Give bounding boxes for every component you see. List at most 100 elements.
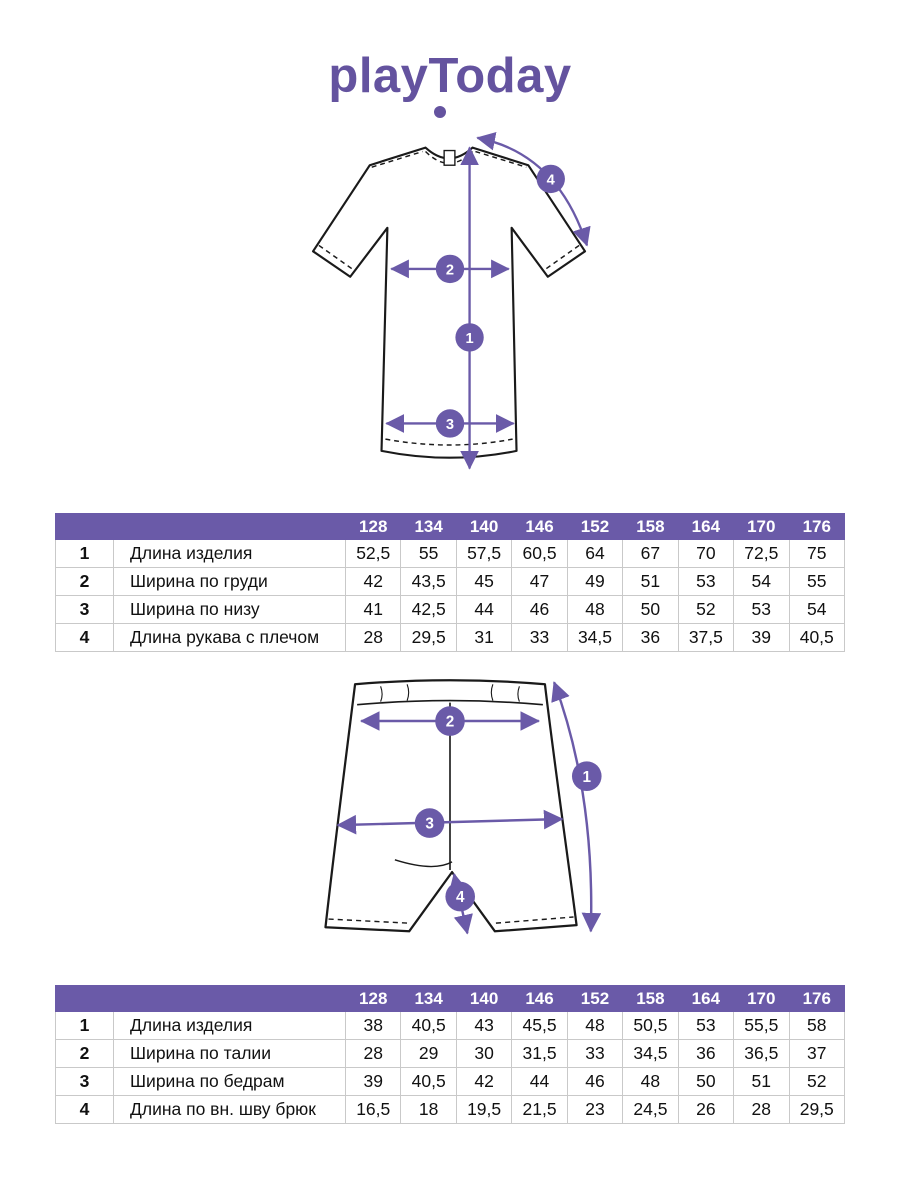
measurement-value: 45,5 [511, 1011, 568, 1040]
measurement-value: 38 [344, 1011, 402, 1040]
measurement-label: Ширина по груди [113, 567, 346, 596]
brand-logo: playToday [0, 48, 900, 118]
header-empty-cell [113, 513, 346, 540]
measurement-value: 31 [455, 623, 513, 652]
measurement-value: 39 [733, 623, 790, 652]
measurement-value: 51 [733, 1067, 790, 1096]
measurement-value: 53 [733, 595, 790, 624]
measurement-value: 60,5 [511, 539, 568, 568]
measurement-value: 42 [455, 1067, 513, 1096]
measurement-value: 42,5 [400, 595, 457, 624]
measurement-value: 57,5 [455, 539, 513, 568]
measurement-value: 43,5 [400, 567, 457, 596]
size-header-cell: 134 [400, 513, 457, 540]
measurement-value: 46 [511, 595, 568, 624]
marker-3: 3 [414, 808, 445, 838]
measurement-value: 31,5 [511, 1039, 568, 1068]
measurement-value: 50 [622, 595, 679, 624]
size-header-cell: 170 [733, 985, 790, 1012]
measurement-value: 47 [511, 567, 568, 596]
measurement-value: 23 [566, 1095, 624, 1124]
size-header-cell: 170 [733, 513, 790, 540]
measurement-value: 29,5 [788, 1095, 845, 1124]
marker-1: 1 [455, 323, 484, 352]
measurement-value: 55,5 [733, 1011, 790, 1040]
measurement-value: 34,5 [622, 1039, 679, 1068]
measurement-value: 54 [788, 595, 845, 624]
measurement-value: 72,5 [733, 539, 790, 568]
marker-4: 4 [445, 881, 476, 912]
marker-2-label: 2 [446, 262, 454, 278]
marker-4: 4 [536, 164, 565, 194]
measurement-number: 3 [55, 595, 114, 624]
measurement-value: 36 [622, 623, 679, 652]
measurement-value: 41 [344, 595, 402, 624]
size-header-cell: 152 [566, 985, 624, 1012]
measurement-value: 40,5 [788, 623, 845, 652]
measurement-value: 21,5 [511, 1095, 568, 1124]
tshirt-diagram: 1 2 3 4 [0, 124, 900, 501]
tshirt-drawing-icon: 1 2 3 4 [311, 131, 591, 470]
measurement-value: 26 [677, 1095, 735, 1124]
measurement-value: 51 [622, 567, 679, 596]
measurement-value: 33 [511, 623, 568, 652]
size-header-cell: 128 [344, 985, 402, 1012]
measurement-value: 36 [677, 1039, 735, 1068]
marker-1-label: 1 [583, 769, 592, 786]
brand-logo-text: playToday [328, 49, 572, 103]
measurement-label: Ширина по низу [113, 595, 346, 624]
measurement-value: 46 [566, 1067, 624, 1096]
size-header-cell: 140 [455, 513, 513, 540]
size-header-cell: 146 [511, 513, 568, 540]
measurement-value: 48 [622, 1067, 679, 1096]
measurement-value: 34,5 [566, 623, 624, 652]
measurement-value: 42 [344, 567, 402, 596]
measurement-number: 2 [55, 567, 114, 596]
measurement-number: 1 [55, 539, 114, 568]
measurement-value: 16,5 [344, 1095, 402, 1124]
measurement-value: 54 [733, 567, 790, 596]
measurement-value: 43 [455, 1011, 513, 1040]
measurement-value: 28 [344, 623, 402, 652]
measurement-label: Ширина по талии [113, 1039, 346, 1068]
measurement-value: 44 [455, 595, 513, 624]
measurement-value: 37,5 [677, 623, 735, 652]
measurement-number: 1 [55, 1011, 114, 1040]
measurement-value: 28 [733, 1095, 790, 1124]
measurement-value: 50 [677, 1067, 735, 1096]
measurement-value: 30 [455, 1039, 513, 1068]
measurement-value: 29 [400, 1039, 457, 1068]
brand-logo-dot-icon [434, 106, 446, 118]
measurement-value: 24,5 [622, 1095, 679, 1124]
measurement-value: 55 [788, 567, 845, 596]
measurement-value: 44 [511, 1067, 568, 1096]
size-header-cell: 164 [677, 985, 735, 1012]
shorts-measure-markers: 2 3 1 4 [414, 706, 602, 912]
measurement-label: Длина изделия [113, 1011, 346, 1040]
marker-1: 1 [571, 761, 602, 791]
shorts-diagram: 2 3 1 4 [0, 670, 900, 971]
measurement-value: 39 [344, 1067, 402, 1096]
neck-label-tag [443, 149, 456, 166]
size-header-cell: 146 [511, 985, 568, 1012]
measurement-label: Длина рукава с плечом [113, 623, 346, 652]
measurement-value: 67 [622, 539, 679, 568]
size-header-cell: 158 [622, 513, 679, 540]
marker-4-label: 4 [456, 889, 465, 906]
size-header-cell: 176 [788, 513, 845, 540]
measurement-number: 3 [55, 1067, 114, 1096]
measurement-value: 48 [566, 595, 624, 624]
size-header-cell: 158 [622, 985, 679, 1012]
measurement-number: 4 [55, 623, 114, 652]
shorts-drawing-icon: 2 3 1 4 [324, 679, 602, 935]
measurement-value: 52,5 [344, 539, 402, 568]
size-header-cell: 176 [788, 985, 845, 1012]
waistband-gathers [380, 684, 520, 702]
measurement-value: 55 [400, 539, 457, 568]
